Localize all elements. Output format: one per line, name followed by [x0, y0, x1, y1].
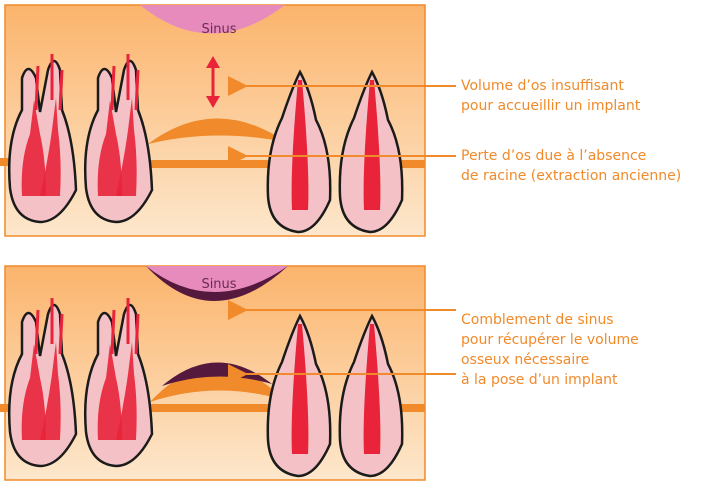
annotation-line-4: à la pose d’un implant: [461, 372, 618, 388]
annotation-1-line-2: pour accueillir un implant: [461, 98, 641, 114]
gum-line-middle: [150, 404, 270, 412]
annotation-line-1: Comblement de sinus: [461, 312, 614, 328]
diagram-sinus-lift: Sinus Comblement de sinus pour récupérer…: [0, 262, 720, 484]
sinus-label: Sinus: [201, 22, 236, 37]
diagram-bone-loss: Sinus Volume d’os insuffisant pour ac: [0, 0, 720, 240]
panel-sinus-lift: Sinus Comblement de sinus pour récupérer…: [0, 262, 720, 484]
gum-line-middle: [150, 160, 270, 168]
annotation-2-line-1: Perte d’os due à l’absence: [461, 148, 646, 164]
annotation-line-2: pour récupérer le volume: [461, 332, 639, 348]
annotation-2-line-2: de racine (extraction ancienne): [461, 168, 681, 184]
annotation-line-3: osseux nécessaire: [461, 352, 589, 368]
panel-bone-loss: Sinus Volume d’os insuffisant pour ac: [0, 0, 720, 240]
annotation-1-line-1: Volume d’os insuffisant: [461, 78, 624, 94]
sinus-label: Sinus: [201, 277, 236, 292]
